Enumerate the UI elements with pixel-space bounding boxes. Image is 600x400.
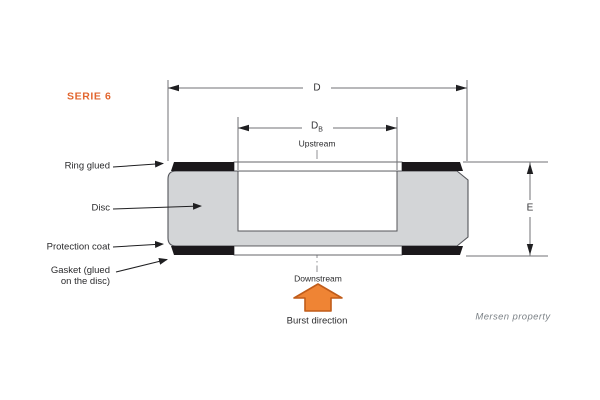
upstream-ring-membrane [233, 161, 403, 172]
upstream-ring-right-band [402, 162, 463, 171]
ring-glued-label: Ring glued [64, 160, 110, 172]
dim-e-top-arrowhead [526, 163, 534, 174]
gasket-label: Gasket (glued on the disc) [0, 265, 110, 287]
leader-protection-coat [112, 240, 164, 248]
burst-direction-arrow-icon [293, 283, 343, 312]
upstream-label: Upstream [298, 138, 336, 149]
leader-disc [112, 202, 202, 210]
dim-e-bottom-arrowhead [526, 244, 534, 255]
upstream-ring-left-band [171, 162, 234, 171]
protection-coat-label: Protection coat [46, 241, 110, 253]
leader-gasket [115, 258, 168, 273]
dim-db-label-sub: B [318, 126, 323, 134]
disc-assembly [167, 161, 469, 256]
dim-d-right-arrowhead [456, 84, 467, 92]
downstream-gasket-right-band [402, 246, 463, 255]
downstream-protection-membrane [233, 245, 403, 256]
downstream-gasket-left-band [171, 246, 234, 255]
dimension-db [237, 117, 398, 170]
disc-label: Disc [91, 202, 110, 214]
dimension-e [463, 161, 548, 257]
leader-ring-glued [112, 160, 164, 168]
dimension-d [167, 80, 468, 161]
dim-db-right-arrowhead [386, 124, 397, 132]
series-title: SERIE 6 [67, 90, 112, 103]
dim-db-left-arrowhead [238, 124, 249, 132]
leader-lines [112, 160, 202, 273]
bore-opening [237, 170, 398, 232]
dim-db-label: DB [308, 120, 326, 136]
dim-db-label-main: D [311, 120, 319, 132]
gasket-label-line2: on the disc) [60, 276, 110, 287]
gasket-label-line1: Gasket (glued [50, 265, 110, 276]
downstream-label: Downstream [294, 273, 342, 284]
burst-direction-label: Burst direction [286, 315, 348, 327]
dim-d-left-arrowhead [168, 84, 179, 92]
property-watermark: Mersen property [475, 311, 551, 323]
dim-d-label: D [310, 82, 324, 94]
dim-e-label: E [523, 202, 537, 214]
